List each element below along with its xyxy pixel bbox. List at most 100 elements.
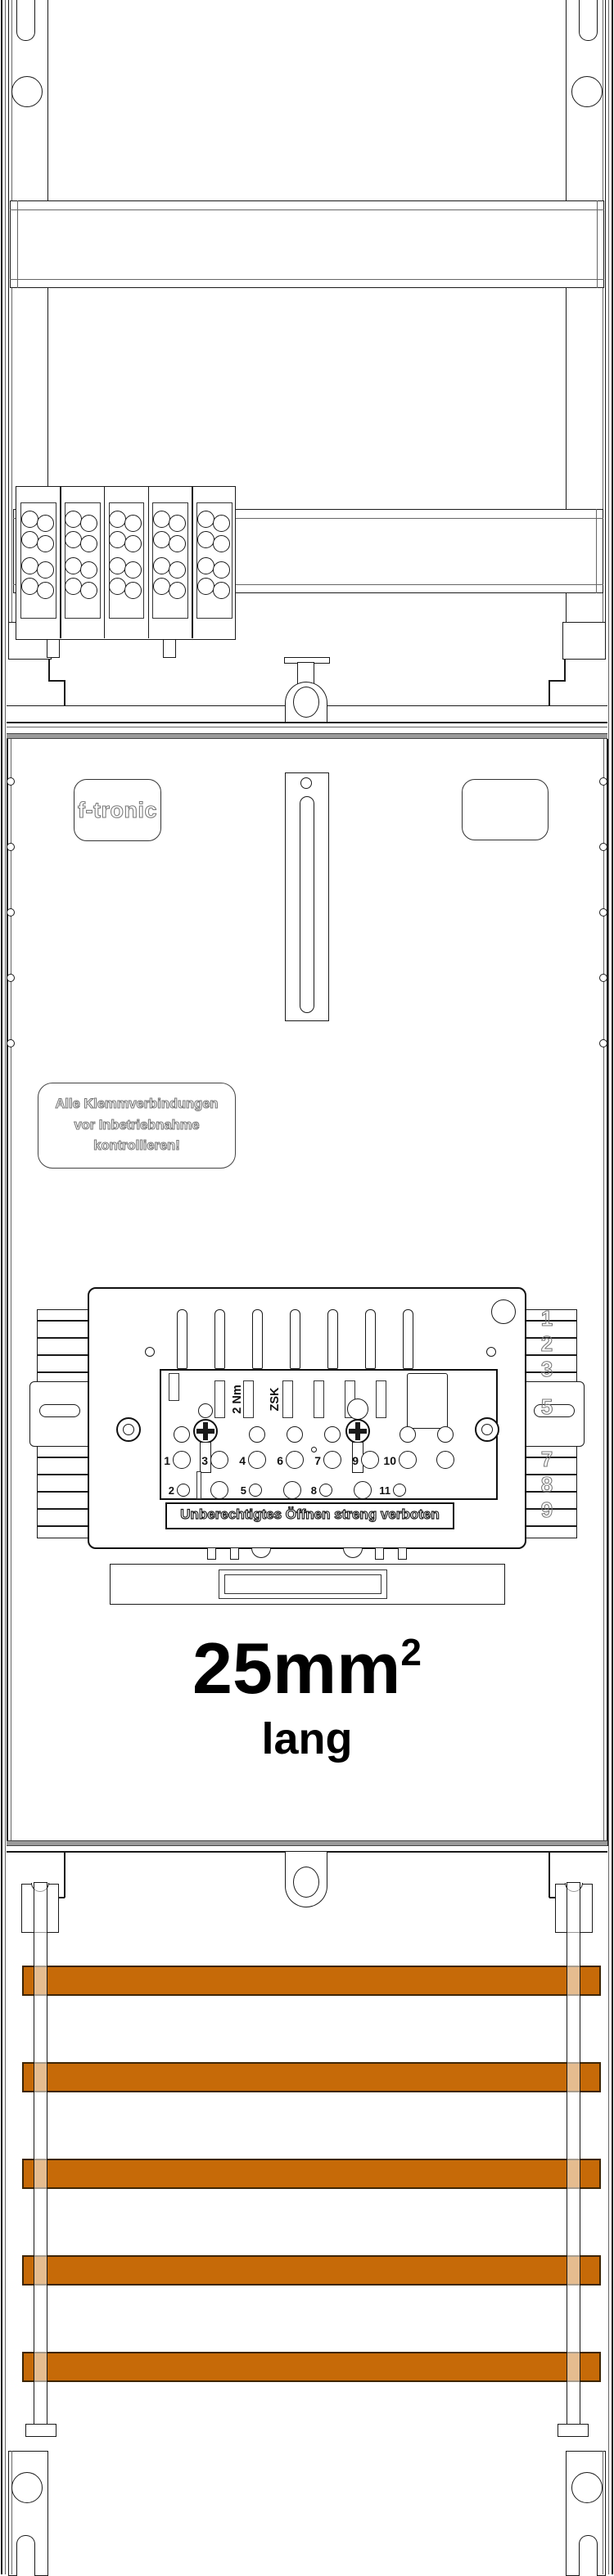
terminal-hole — [212, 514, 230, 532]
divider2-step-left-v1 — [64, 1852, 65, 1898]
series-label: ZSK — [269, 1387, 282, 1412]
top-rail-right-foot — [562, 622, 606, 660]
bottom-rail-left-inner-line — [11, 2451, 12, 2574]
din-rail-1-bottom-line — [10, 279, 604, 280]
terminal-hole — [196, 556, 214, 574]
frame-right-outer-line — [612, 0, 613, 2574]
busbar-rail-right-foot — [558, 2424, 589, 2437]
device-hole-row-bottom-small — [249, 1484, 262, 1497]
panel-right-edge — [607, 739, 608, 1846]
terminal-hole — [109, 510, 127, 528]
center-card-slot — [300, 796, 314, 1013]
divider1-gray-band — [7, 733, 607, 739]
terminal-hole — [80, 534, 98, 552]
device-hole-row-mid — [210, 1451, 228, 1469]
device-hole-row-top — [174, 1426, 190, 1443]
brand-badge — [74, 779, 161, 841]
warning-box — [38, 1083, 236, 1169]
device-foot-arc-left — [251, 1548, 271, 1558]
terminal-column-divider — [147, 487, 150, 638]
screw-right-cross-h — [349, 1429, 367, 1434]
top-rail-right-u-notch — [579, 0, 598, 41]
comb-tick — [37, 1337, 97, 1339]
comb-tick — [517, 1371, 577, 1373]
divider1-step-left-h — [48, 680, 65, 682]
divider1-step-left-v1 — [48, 660, 50, 681]
panel-edge-notch — [7, 974, 15, 982]
terminal-hole — [80, 581, 98, 599]
comb-number: 8 — [540, 1472, 553, 1497]
divider2-line — [7, 1851, 607, 1853]
device-pilot-hole-left — [145, 1347, 155, 1357]
panel-edge-notch — [599, 908, 607, 916]
warning-line-3: kontrollieren! — [93, 1138, 180, 1154]
device-vent-slot — [282, 1380, 293, 1418]
device-hole-row-top — [287, 1426, 303, 1443]
din-rail-1-right-cap — [597, 200, 598, 288]
comb-tick — [517, 1320, 577, 1322]
divider2-step-right-v1 — [549, 1852, 550, 1898]
blank-badge — [462, 779, 549, 840]
seal-banner-text: Unberechtigtes Öffnen streng verboten — [180, 1506, 440, 1522]
busbar — [22, 1966, 601, 1996]
comb-tick — [37, 1491, 97, 1493]
device-foot-3 — [375, 1547, 384, 1560]
busbar — [22, 2159, 601, 2189]
terminal-hole — [168, 561, 186, 579]
terminal-assembly-leg-left — [47, 639, 60, 658]
comb-tick — [37, 1508, 97, 1510]
panel-edge-notch — [7, 843, 15, 851]
terminal-hole — [65, 556, 83, 574]
warning-line-1: Alle Klemmverbindungen — [55, 1096, 219, 1111]
divider1-shelf-line-right — [327, 705, 607, 706]
device-foot-4 — [398, 1547, 407, 1560]
device-vent-slot — [313, 1380, 324, 1418]
din-rail-2-top-line — [13, 518, 603, 519]
device-base-plate-inner2 — [224, 1574, 381, 1594]
device-foot-1 — [207, 1547, 216, 1560]
center-card-hole — [300, 777, 312, 789]
device-hole-row-bottom-big — [283, 1481, 301, 1499]
device-prong — [176, 1309, 187, 1369]
warning-line-2: vor Inbetriebnahme — [74, 1117, 200, 1133]
device-hole-row-mid — [248, 1451, 266, 1469]
busbar-rail-right — [567, 1882, 580, 2429]
divider1-step-right-v1 — [564, 660, 566, 681]
device-hole-row-mid — [436, 1451, 454, 1469]
spring-hole-right — [347, 1398, 368, 1420]
terminal-hole — [152, 530, 170, 548]
device-bottom-tick — [196, 1471, 201, 1499]
comb-tick — [517, 1337, 577, 1339]
size-caption: 25mm2 — [0, 1633, 614, 1705]
seal-banner — [165, 1502, 454, 1529]
divider1-keyhole-hole — [293, 687, 319, 718]
terminal-hole — [168, 534, 186, 552]
frame-left-outer-line — [1, 0, 2, 2574]
device-prong — [402, 1309, 413, 1369]
terminal-hole — [124, 534, 142, 552]
comb-number: 3 — [540, 1357, 553, 1381]
terminal-hole — [196, 530, 214, 548]
terminal-hole — [124, 561, 142, 579]
terminal-column-divider — [60, 487, 61, 638]
terminal-hole — [168, 581, 186, 599]
bottom-rail-left-u-notch — [16, 2535, 35, 2576]
device-prong — [364, 1309, 376, 1369]
terminal-hole — [212, 561, 230, 579]
terminal-hole — [36, 534, 54, 552]
comb-tick — [37, 1320, 97, 1322]
busbar — [22, 2255, 601, 2286]
device-prong — [327, 1309, 338, 1369]
terminal-block-assembly — [16, 486, 236, 640]
terminal-hole — [109, 530, 127, 548]
comb-tick — [37, 1474, 97, 1475]
divider1-shelf-line-left — [7, 705, 285, 706]
panel-edge-notch — [599, 843, 607, 851]
terminal-hole — [20, 556, 38, 574]
screw-left-cross-h — [196, 1429, 214, 1434]
terminal-column-divider — [103, 487, 106, 638]
panel-edge-notch — [7, 1039, 15, 1047]
top-rail-left-inner-line — [11, 0, 12, 660]
panel-edge-notch — [7, 777, 15, 786]
terminal-hole — [36, 561, 54, 579]
